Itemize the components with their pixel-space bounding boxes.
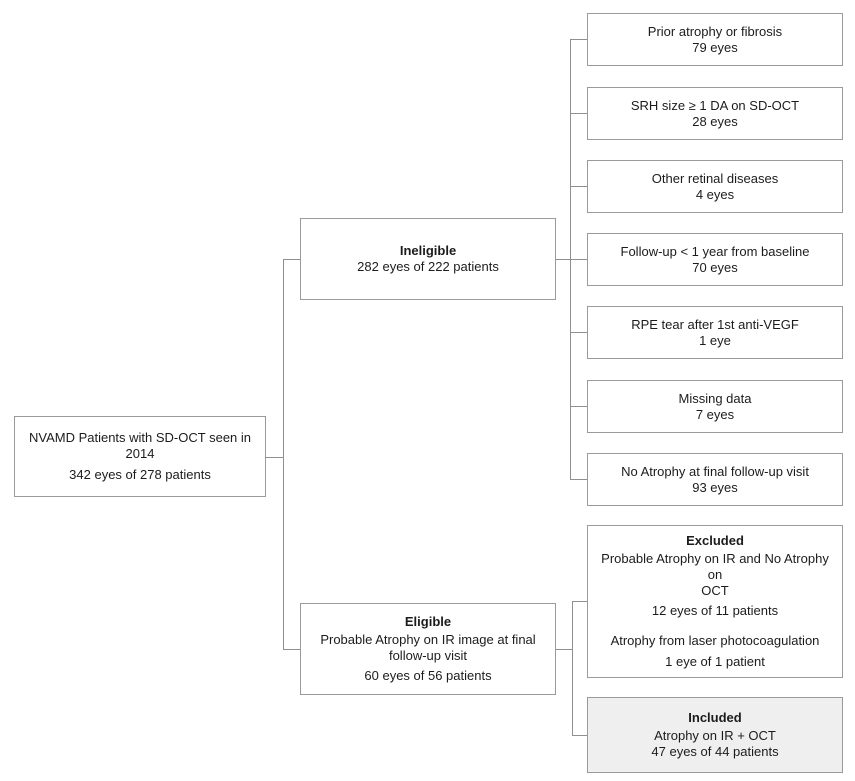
root-population-box: NVAMD Patients with SD-OCT seen in 2014 …: [14, 416, 266, 497]
connector-reason-stub-5: [570, 332, 587, 333]
reason-box-missing-data: Missing data 7 eyes: [587, 380, 843, 433]
reason-count: 70 eyes: [692, 259, 738, 275]
reason-box-other-diseases: Other retinal diseases 4 eyes: [587, 160, 843, 213]
connector-excluded-stub: [572, 601, 587, 602]
connector-ineligible-out: [556, 259, 570, 260]
connector-outcome-trunk: [572, 601, 573, 736]
reason-label: RPE tear after 1st anti-VEGF: [631, 316, 799, 332]
reason-count: 4 eyes: [695, 186, 735, 202]
reason-box-srh-size: SRH size ≥ 1 DA on SD-OCT 28 eyes: [587, 87, 843, 140]
eligible-count: 60 eyes of 56 patients: [364, 668, 492, 684]
excluded-item2-count: 1 eye of 1 patient: [665, 654, 765, 670]
connector-reason-stub-1: [570, 39, 587, 40]
reason-label: Prior atrophy or fibrosis: [647, 23, 783, 39]
reason-count: 28 eyes: [692, 113, 738, 129]
included-title: Included: [688, 710, 742, 726]
connector-reason-stub-4: [570, 259, 587, 260]
reason-label: No Atrophy at final follow-up visit: [621, 463, 809, 479]
excluded-title: Excluded: [686, 532, 744, 548]
connector-middle-vertical: [283, 259, 284, 650]
connector-reason-stub-2: [570, 113, 587, 114]
eligible-box: Eligible Probable Atrophy on IR image at…: [300, 603, 556, 695]
reason-count: 93 eyes: [692, 479, 738, 495]
eligible-title: Eligible: [404, 613, 452, 629]
excluded-item1-count: 12 eyes of 11 patients: [651, 603, 779, 619]
excluded-box: Excluded Probable Atrophy on IR and No A…: [587, 525, 843, 678]
root-title: NVAMD Patients with SD-OCT seen in 2014: [28, 430, 252, 462]
connector-eligible-stub: [283, 649, 300, 650]
excluded-item1-label: Probable Atrophy on IR and No Atrophy on…: [601, 550, 829, 598]
reason-label: SRH size ≥ 1 DA on SD-OCT: [630, 97, 800, 113]
included-count: 47 eyes of 44 patients: [651, 743, 779, 759]
included-box: Included Atrophy on IR + OCT 47 eyes of …: [587, 697, 843, 773]
eligible-subtitle: Probable Atrophy on IR image at final fo…: [320, 631, 536, 663]
reason-count: 79 eyes: [692, 39, 738, 55]
ineligible-title: Ineligible: [399, 243, 457, 259]
reason-box-prior-atrophy: Prior atrophy or fibrosis 79 eyes: [587, 13, 843, 66]
reason-label: Missing data: [678, 390, 752, 406]
reason-count: 7 eyes: [695, 406, 735, 422]
excluded-item2-label: Atrophy from laser photocoagulation: [610, 633, 820, 649]
connector-reason-stub-6: [570, 406, 587, 407]
reason-box-no-atrophy: No Atrophy at final follow-up visit 93 e…: [587, 453, 843, 506]
root-count: 342 eyes of 278 patients: [69, 466, 211, 482]
connector-reason-stub-7: [570, 479, 587, 480]
connector-eligible-out: [556, 649, 572, 650]
ineligible-count: 282 eyes of 222 patients: [357, 259, 499, 274]
reason-box-rpe-tear: RPE tear after 1st anti-VEGF 1 eye: [587, 306, 843, 359]
reason-label: Other retinal diseases: [651, 170, 779, 186]
reason-label: Follow-up < 1 year from baseline: [620, 243, 810, 259]
included-label: Atrophy on IR + OCT: [654, 728, 776, 744]
connector-root-horizontal: [265, 457, 283, 458]
connector-reason-stub-3: [570, 186, 587, 187]
connector-ineligible-stub: [283, 259, 300, 260]
reason-count: 1 eye: [699, 332, 731, 348]
reason-box-short-followup: Follow-up < 1 year from baseline 70 eyes: [587, 233, 843, 286]
ineligible-box: Ineligible 282 eyes of 222 patients: [300, 218, 556, 300]
connector-included-stub: [572, 735, 587, 736]
